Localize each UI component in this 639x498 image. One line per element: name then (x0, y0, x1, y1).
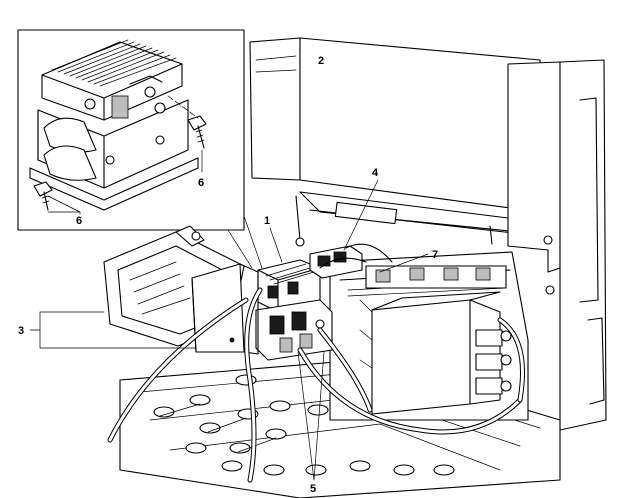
callout-7: 7 (432, 249, 438, 261)
callout-5: 5 (310, 483, 316, 495)
leader-7 (379, 253, 429, 273)
controller-enclosure (329, 251, 529, 421)
main-contactor (257, 259, 321, 313)
leader-5 (297, 351, 325, 481)
callout-3: 3 (18, 325, 24, 337)
callout-1: 1 (264, 215, 270, 227)
callout-4: 4 (372, 167, 379, 179)
inset-pointer-lines (227, 215, 263, 269)
leader-6-lower (47, 195, 81, 215)
power-cables (107, 243, 525, 483)
leader-3 (29, 311, 197, 349)
hood-support-rods (295, 195, 493, 245)
relay-cluster (255, 299, 333, 361)
bolt-lower (33, 181, 53, 211)
leader-4 (343, 179, 379, 251)
right-side-panel (507, 59, 607, 431)
callout-2: 2 (318, 55, 324, 67)
callout-6-upper: 6 (198, 177, 204, 189)
callout-6-lower: 6 (76, 215, 82, 227)
contactor-assembly-detail (29, 39, 199, 211)
raised-hood-panel (249, 37, 561, 237)
leader-1 (269, 227, 283, 263)
inset-detail-view: 6 6 (17, 29, 245, 231)
bolt-upper (187, 115, 207, 149)
